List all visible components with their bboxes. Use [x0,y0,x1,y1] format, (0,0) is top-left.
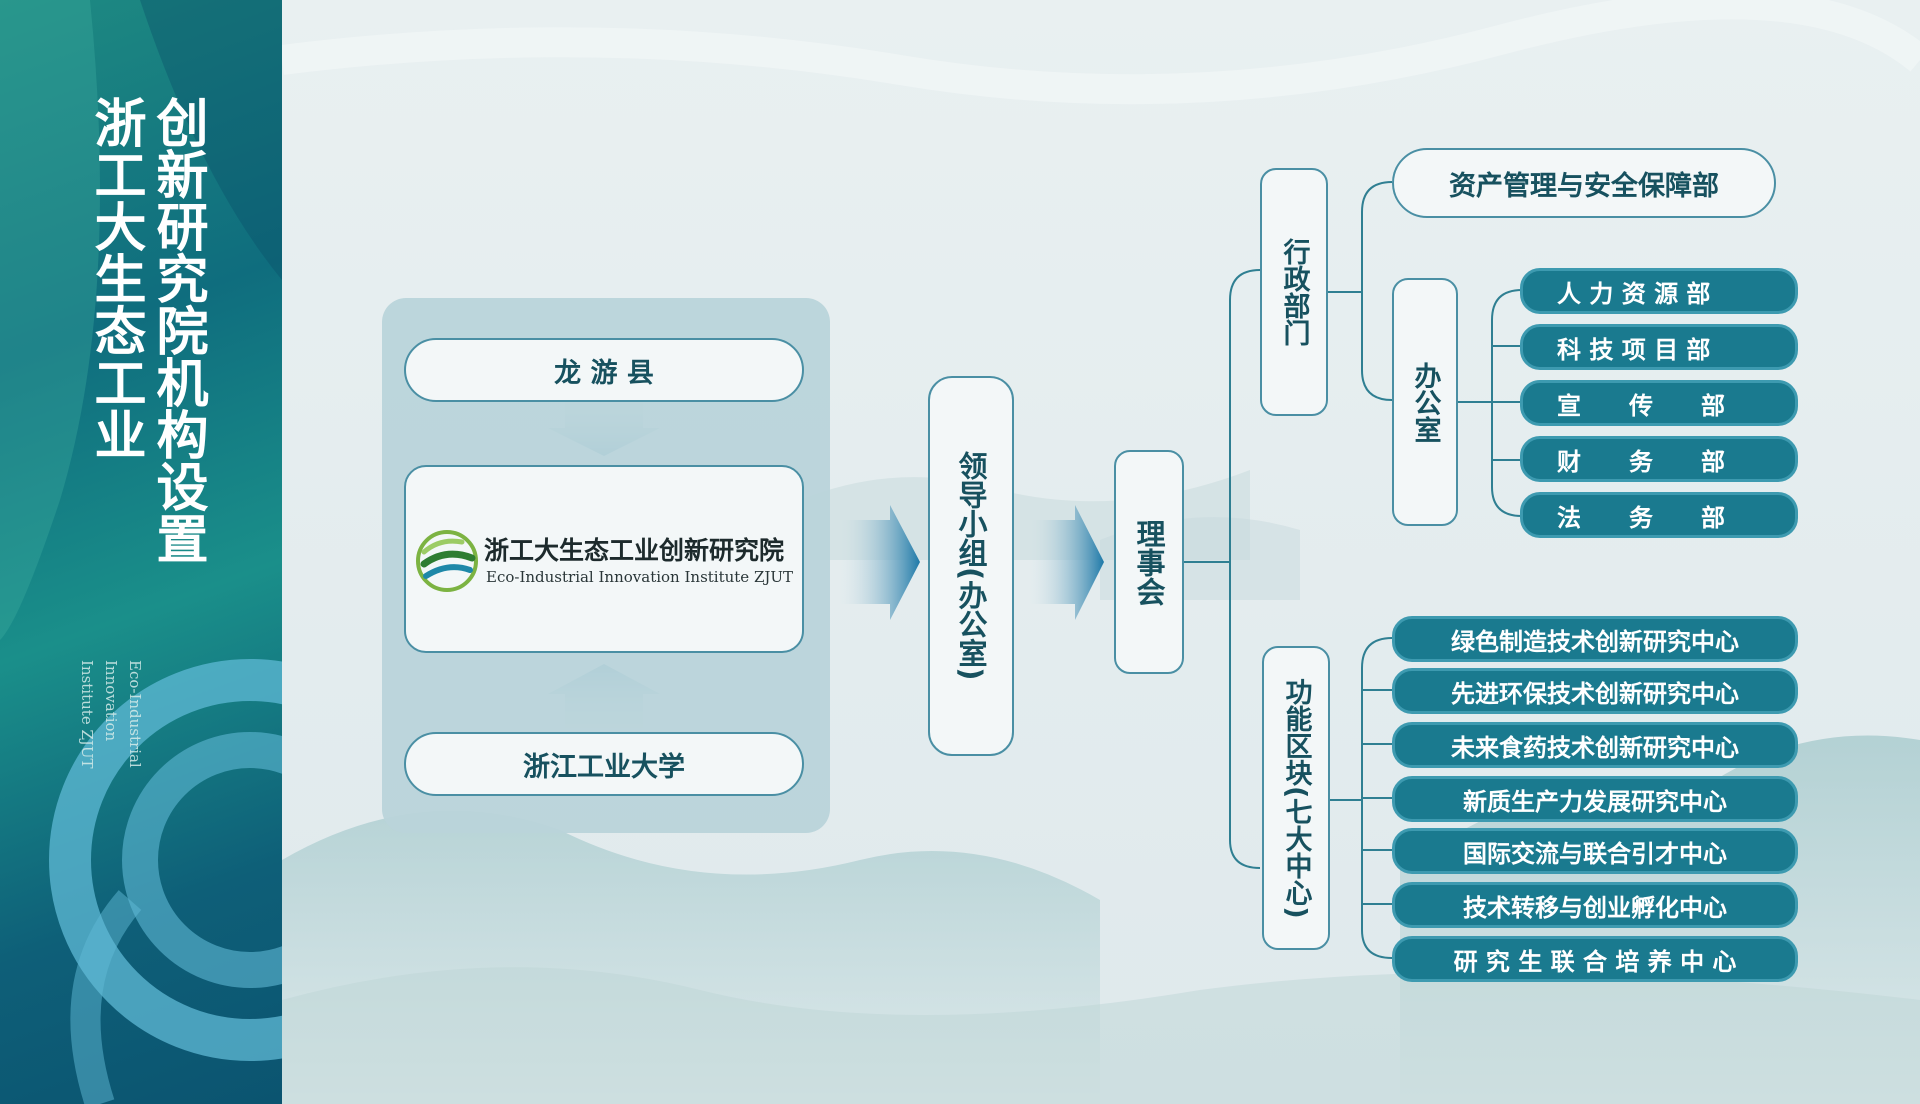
functional-label: 功能区块(七大中心) [1280,677,1312,919]
title-line2: 创新研究院机构设置 [147,96,207,564]
office-dept-pr: 宣 传 部 [1520,380,1798,426]
asset-dept-box: 资产管理与安全保障部 [1392,148,1776,218]
title-line1: 浙工大生态工业 [85,96,145,460]
office-dept-hr: 人 力 资 源 部 [1520,268,1798,314]
center-environmental: 先进环保技术创新研究中心 [1392,668,1798,714]
center-tech-transfer: 技术转移与创业孵化中心 [1392,882,1798,928]
council-label: 理事会 [1132,518,1166,606]
side-banner: 浙工大生态工业 创新研究院机构设置 Eco-Industrial Innovat… [0,0,282,1104]
functional-box: 功能区块(七大中心) [1262,646,1330,950]
institute-name-cn: 浙工大生态工业创新研究院 [484,536,785,565]
zjut-box: 浙江工业大学 [404,732,804,796]
leadership-label: 领导小组(办公室) [954,451,988,681]
office-dept-tech: 科 技 项 目 部 [1520,324,1798,370]
center-productivity: 新质生产力发展研究中心 [1392,776,1798,822]
institute-logo-icon [416,530,478,592]
subtitle-en-line2: Innovation [102,660,120,742]
center-graduate: 研 究 生 联 合 培 养 中 心 [1392,936,1798,982]
institute-name-en: Eco-Industrial Innovation Institute ZJUT [486,568,794,586]
subtitle-en-line1: Eco-Industrial [126,660,144,768]
office-box: 办公室 [1392,278,1458,526]
longyou-box: 龙 游 县 [404,338,804,402]
admin-label: 行政部门 [1278,238,1310,346]
leadership-box: 领导小组(办公室) [928,376,1014,756]
office-label: 办公室 [1409,361,1441,443]
banner-decoration [0,0,282,1104]
admin-box: 行政部门 [1260,168,1328,416]
subtitle-en-line3: Institute ZJUT [78,660,96,769]
office-dept-finance: 财 务 部 [1520,436,1798,482]
center-international: 国际交流与联合引才中心 [1392,828,1798,874]
center-food-pharma: 未来食药技术创新研究中心 [1392,722,1798,768]
council-box: 理事会 [1114,450,1184,674]
center-green-manufacturing: 绿色制造技术创新研究中心 [1392,616,1798,662]
office-dept-legal: 法 务 部 [1520,492,1798,538]
